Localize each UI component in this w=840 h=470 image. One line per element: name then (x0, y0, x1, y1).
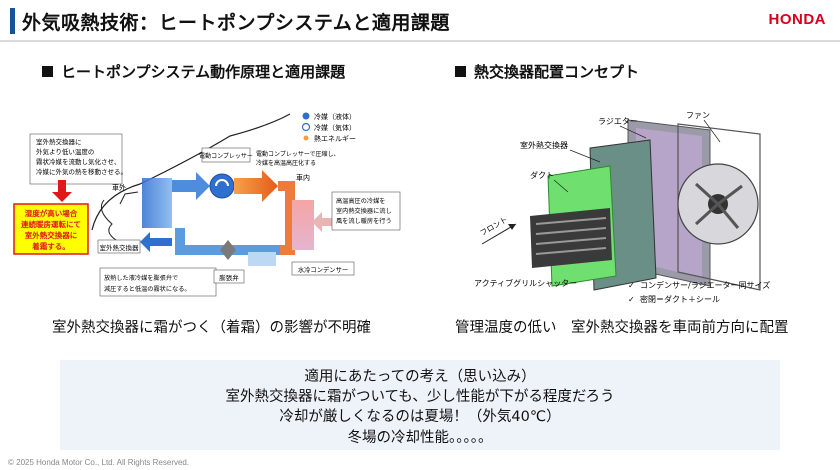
fan-blade-icon (694, 182, 743, 229)
legend-gas: 冷媒（気体） (314, 123, 356, 132)
note-top-line-2: 外気より低い温度の (36, 147, 94, 156)
flow-arrow-to-compressor (172, 172, 210, 200)
label-valve: 膨張弁 (219, 273, 239, 282)
title-bar: 外気吸熱技術：ヒートポンプシステムと適用課題 HONDA (0, 0, 840, 40)
liquid-return-pipe (175, 228, 280, 255)
title-accent-bar (10, 8, 15, 34)
label-radiator: ラジエター (598, 117, 638, 126)
title-divider (0, 40, 840, 42)
warm-air-arrow (312, 212, 340, 232)
label-duct: ダクト (530, 170, 554, 180)
note-top-line-4: 冷媒に外気の熱を移動させる。 (36, 167, 127, 176)
car-body-outline (91, 113, 291, 231)
frost-warning-box (13, 203, 89, 255)
heat-exchanger-layout: ラジエター ファン 室外熱交換器 ダクト フロント アクティブグリルシャッター … (474, 111, 770, 304)
water-cooled-condenser-block (248, 252, 276, 266)
check-line-2: 密閉＝ダクト＋シール (640, 294, 720, 304)
section-heading-layout: 熱交換器配置コンセプト (455, 61, 639, 82)
warning-line-2: 連続暖房運転にて (21, 219, 81, 229)
label-front: フロント (479, 215, 509, 238)
expansion-valve-icon (220, 240, 236, 260)
heat-legend-icon (303, 135, 309, 141)
copyright-notice: © 2025 Honda Motor Co., Ltd. All Rights … (8, 458, 190, 467)
radiator-leader-line (619, 125, 647, 139)
note-top-line-3: 霧状冷媒を流動し気化させ、 (36, 157, 121, 166)
section-heading-heat-pump-text: ヒートポンプシステム動作原理と適用課題 (61, 63, 346, 81)
legend-heat: 熱エネルギー (314, 134, 356, 143)
fan-leader-line (703, 119, 721, 143)
section-heading-layout-text: 熱交換器配置コンセプト (474, 63, 640, 81)
assumption-line-3: 冷却が厳しくなるのは夏場！（外気40℃） (279, 409, 561, 425)
label-shutter: アクティブグリルシャッター (474, 278, 577, 288)
check-icon-2: ✓ (628, 295, 635, 304)
label-condenser: 水冷コンデンサー (298, 265, 348, 274)
assumption-line-2: 室外熱交換器に霜がついても、少し性能が下がる程度だろう (225, 389, 615, 405)
warning-line-3: 室外熱交換器に (25, 230, 78, 240)
note-compressor-line-1: 電動コンプレッサーで圧縮し、 (256, 150, 339, 158)
car-bumper-outline (100, 199, 117, 241)
note-bottom-line-2: 減圧すると低温の霧状になる。 (104, 285, 191, 293)
hot-refrigerant-pipe (278, 181, 295, 255)
label-inside: 車内 (296, 173, 310, 182)
compressor-swirl-icon (215, 179, 229, 187)
label-outside: 車外 (112, 183, 126, 192)
compressor-icon (209, 173, 235, 199)
note-top-line-1: 室外熱交換器に (36, 137, 82, 146)
outdoor-heat-exchanger-block (142, 178, 172, 228)
outdoor-hx-label-box (97, 239, 141, 254)
warning-line-1: 湿度が高い場合 (25, 208, 78, 218)
car-front-outline (119, 191, 139, 205)
warning-arrow-icon (52, 180, 72, 202)
shutter-slats (535, 217, 607, 255)
outdoor-hx-leader-line (569, 149, 601, 163)
indoor-heat-exchanger-block (292, 200, 314, 250)
label-fan: ファン (686, 111, 710, 120)
assumption-box: 適用にあたっての考え（思い込み） 室外熱交換器に霜がついても、少し性能が下がる程… (60, 360, 780, 450)
note-expansion-box (99, 267, 217, 297)
flow-arrow-to-outdoor-hx (140, 232, 172, 252)
heat-pump-diagram: 冷媒（液体） 冷媒（気体） 熱エネルギー 室外熱交換器に 外気より低い温度の 霧… (13, 112, 401, 297)
bullet-square-icon (455, 66, 466, 77)
check-line-1: コンデンサー/ラジエーター同サイズ (640, 280, 770, 290)
note-bottom-line-1: 放熱した液冷媒を膨張弁で (104, 274, 178, 282)
honda-logo: HONDA (768, 11, 826, 28)
check-icon-1: ✓ (628, 281, 635, 290)
note-indoor-box (331, 191, 401, 231)
page-title: 外気吸熱技術：ヒートポンプシステムと適用課題 (22, 12, 450, 34)
front-arrow-head-icon (508, 224, 516, 230)
liquid-legend-icon (302, 112, 310, 120)
valve-label-box (213, 269, 245, 284)
caption-left: 室外熱交換器に霜がつく（着霜）の影響が不明確 (52, 320, 371, 336)
legend-liquid: 冷媒（液体） (314, 112, 356, 121)
note-right-line-2: 室内熱交換器に流し (336, 207, 392, 215)
caption-right: 管理温度の低い 室外熱交換器を車両前方向に配置 (455, 320, 789, 336)
label-outdoor-hx: 室外熱交換器 (100, 243, 140, 252)
gas-legend-icon (301, 122, 311, 132)
label-outdoor-hx-right: 室外熱交換器 (520, 140, 568, 150)
bullet-square-icon (42, 66, 53, 77)
note-right-line-1: 高温高圧の冷媒を (336, 197, 386, 205)
note-right-line-3: 風を流し暖房を行う (336, 217, 392, 225)
assumption-line-4: 冬場の冷却性能。。。。。 (347, 430, 493, 446)
condenser-label-box (291, 261, 355, 276)
duct-leader-line (553, 179, 569, 193)
note-outdoor-hx-box (29, 133, 123, 185)
flow-arrow-hot-gas (234, 170, 278, 202)
fan-frame (677, 123, 761, 291)
assumption-line-1: 適用にあたっての考え（思い込み） (304, 369, 536, 385)
label-compressor: 電動コンプレッサー (199, 152, 253, 160)
note-compressor-line-2: 冷媒を高温高圧化する (256, 159, 316, 167)
compressor-label-box (201, 147, 251, 163)
warning-line-4: 着霜する。 (31, 241, 70, 251)
section-heading-heat-pump: ヒートポンプシステム動作原理と適用課題 (42, 61, 345, 82)
